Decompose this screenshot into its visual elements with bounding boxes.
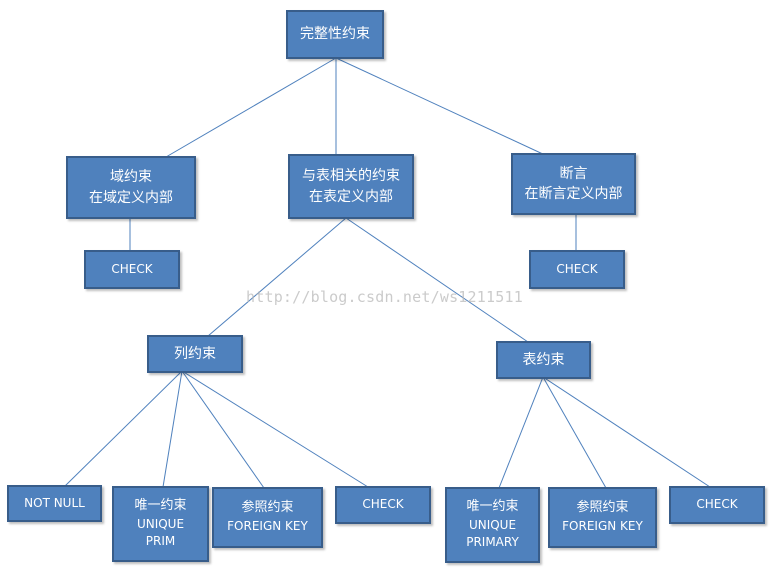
node-col-unique: 唯一约束 UNIQUE PRIM xyxy=(112,486,209,562)
edge-table-unique xyxy=(498,376,544,489)
edge-table-foreign xyxy=(542,376,607,489)
node-assertion-check: CHECK xyxy=(529,250,625,289)
node-label: CHECK xyxy=(556,261,598,276)
node-domain-check: CHECK xyxy=(84,250,180,289)
node-label: CHECK xyxy=(362,497,404,512)
node-label: 参照约束 xyxy=(576,500,629,516)
edge-column-not-null xyxy=(64,370,183,487)
node-table-related-constraint: 与表相关的约束 在表定义内部 xyxy=(288,154,414,219)
node-sublabel: PRIMARY xyxy=(466,535,519,550)
edge-column-foreign xyxy=(181,370,265,489)
node-sublabel: UNIQUE xyxy=(136,517,185,532)
node-label: 参照约束 xyxy=(241,500,294,516)
node-label: CHECK xyxy=(696,497,738,512)
edge-column-check xyxy=(181,370,369,488)
node-assertion: 断言 在断言定义内部 xyxy=(511,153,636,215)
node-label: 与表相关的约束 xyxy=(302,168,400,185)
node-label: 断言 xyxy=(559,165,588,182)
node-sublabel: FOREIGN KEY xyxy=(227,519,308,534)
node-sublabel: FOREIGN KEY xyxy=(562,519,643,534)
node-label: 唯一约束 xyxy=(466,499,519,515)
node-col-foreign-key: 参照约束 FOREIGN KEY xyxy=(212,487,323,548)
node-tbl-check: CHECK xyxy=(669,486,765,524)
node-sublabel: PRIM xyxy=(145,534,176,549)
node-label: 表约束 xyxy=(522,351,565,368)
node-sublabel: 在断言定义内部 xyxy=(524,186,623,202)
node-col-not-null: NOT NULL xyxy=(7,485,102,522)
node-tbl-unique: 唯一约束 UNIQUE PRIMARY xyxy=(445,487,540,563)
node-col-check: CHECK xyxy=(335,486,431,524)
node-column-constraint: 列约束 xyxy=(147,335,243,373)
node-label: 列约束 xyxy=(174,345,216,362)
node-label: 完整性约束 xyxy=(300,26,370,43)
edge-column-unique xyxy=(162,370,183,488)
edge-root-assertion xyxy=(335,57,546,156)
node-integrity-constraint: 完整性约束 xyxy=(286,10,384,59)
node-label: NOT NULL xyxy=(24,495,85,510)
node-tbl-foreign-key: 参照约束 FOREIGN KEY xyxy=(548,487,657,548)
edge-table-check xyxy=(542,376,711,488)
node-sublabel: UNIQUE xyxy=(468,518,517,533)
edge-table-related-column xyxy=(207,217,347,337)
node-sublabel: 在域定义内部 xyxy=(89,189,173,206)
node-sublabel: 在表定义内部 xyxy=(309,188,393,205)
node-label: CHECK xyxy=(111,261,153,276)
edge-table-related-table xyxy=(345,217,529,343)
edge-root-domain xyxy=(165,57,337,158)
node-domain-constraint: 域约束 在域定义内部 xyxy=(66,156,196,219)
node-table-constraint: 表约束 xyxy=(496,341,591,379)
node-label: 唯一约束 xyxy=(134,498,187,514)
node-label: 域约束 xyxy=(110,169,152,186)
watermark-text: http://blog.csdn.net/ws1211511 xyxy=(246,288,523,306)
